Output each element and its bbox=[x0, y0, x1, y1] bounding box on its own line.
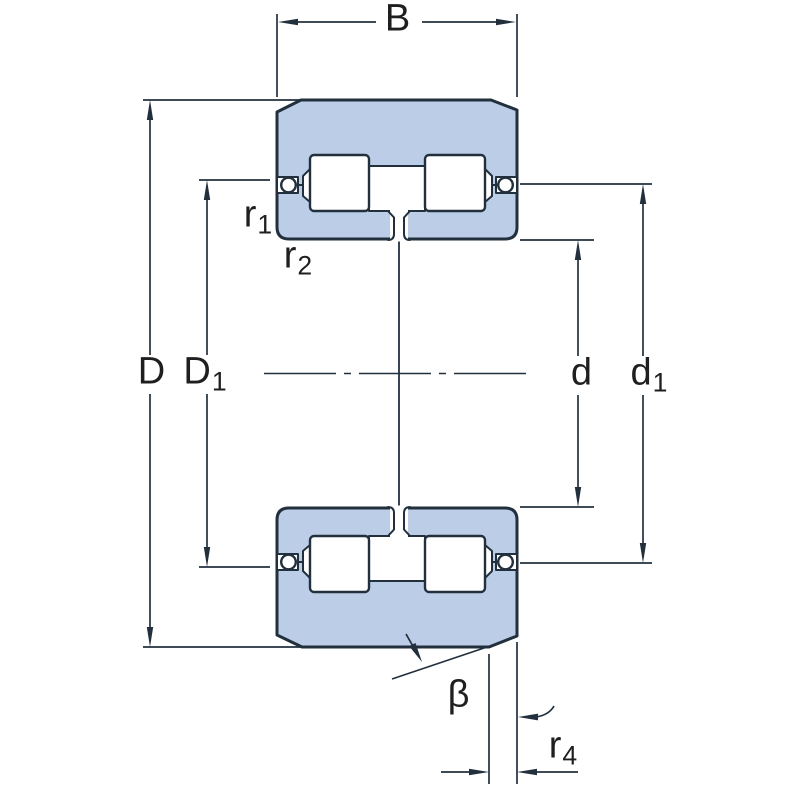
bearing-upper-half bbox=[275, 98, 519, 242]
dimension-d1 bbox=[520, 183, 652, 564]
split-wall-upper-left bbox=[387, 210, 395, 241]
b-arrow-left bbox=[278, 18, 298, 26]
roller-upper-right bbox=[423, 153, 487, 213]
roller-upper-left bbox=[308, 153, 371, 213]
snap-ring-upper-left bbox=[280, 176, 298, 194]
split-wall-upper-right bbox=[403, 210, 411, 241]
beta-arc-arrow bbox=[518, 713, 538, 721]
roller-lower-right bbox=[423, 534, 487, 594]
dimension-b bbox=[276, 14, 518, 97]
r4-arrow-right bbox=[517, 768, 537, 776]
chamfer-extension-line bbox=[391, 645, 491, 680]
snap-ring-upper-right bbox=[497, 176, 515, 194]
D-arrow-bottom bbox=[146, 627, 154, 647]
r4-arrow-left bbox=[469, 768, 489, 776]
beta-leader-arrow bbox=[409, 643, 422, 662]
D1-arrow-top bbox=[203, 180, 211, 200]
center-spacer-upper bbox=[368, 165, 426, 212]
label-b: B bbox=[384, 0, 411, 40]
label-r2: r2 bbox=[283, 234, 313, 281]
beta-arc bbox=[535, 705, 555, 718]
label-D: D bbox=[137, 350, 166, 393]
dimension-d bbox=[520, 239, 594, 508]
bearing-lower-half bbox=[275, 505, 519, 649]
dimension-D1 bbox=[199, 179, 270, 568]
label-d1: d1 bbox=[630, 351, 668, 398]
label-d: d bbox=[570, 351, 593, 394]
roller-lower-left bbox=[308, 534, 371, 594]
snap-ring-lower-right bbox=[497, 553, 515, 571]
d-arrow-top bbox=[574, 240, 582, 260]
D1-arrow-bottom bbox=[203, 547, 211, 567]
dimension-D bbox=[143, 99, 306, 648]
D-arrow-top bbox=[146, 100, 154, 120]
label-D1: D1 bbox=[183, 350, 227, 397]
snap-ring-lower-left bbox=[280, 553, 298, 571]
split-wall-lower-left bbox=[387, 506, 395, 537]
d1-arrow-bottom bbox=[639, 543, 647, 563]
d1-arrow-top bbox=[639, 184, 647, 204]
dimension-r4 bbox=[441, 642, 578, 784]
label-r4: r4 bbox=[548, 724, 578, 771]
dimension-beta bbox=[391, 633, 555, 721]
label-r1: r1 bbox=[243, 193, 273, 240]
label-beta: β bbox=[447, 673, 470, 716]
split-wall-lower-right bbox=[403, 506, 411, 537]
center-spacer-lower bbox=[368, 535, 426, 582]
d-arrow-bottom bbox=[574, 487, 582, 507]
b-arrow-right bbox=[496, 18, 516, 26]
